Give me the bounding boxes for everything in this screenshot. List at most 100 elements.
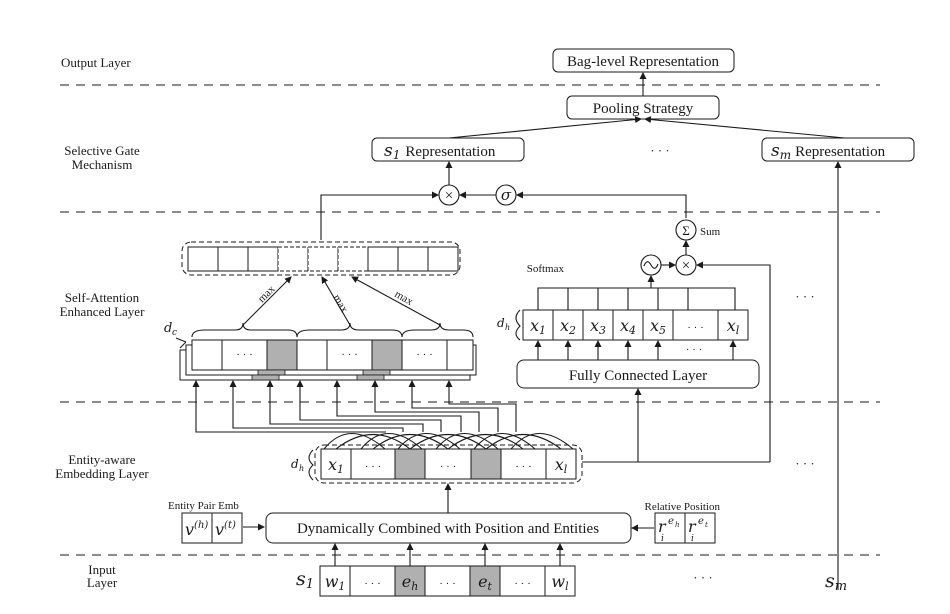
att-collector-bus: [537, 287, 736, 310]
embedding-cell: xl: [545, 448, 577, 480]
conv-shadow-entity: [251, 374, 280, 381]
ellipsis-cell: · · ·: [416, 349, 433, 361]
sm-var: s: [771, 141, 780, 161]
relative-position-label: Relative Position: [645, 501, 721, 513]
svg-text:h: h: [505, 323, 510, 332]
svg-text:r: r: [658, 517, 667, 536]
attention-multiply-icon: ×: [682, 258, 690, 274]
conv-cell: [326, 339, 373, 371]
ellipsis-cell: · · ·: [236, 349, 253, 361]
self-attention-arc: [485, 433, 562, 450]
max-arrow-1: [242, 276, 292, 326]
attention-cell: x4: [612, 309, 644, 341]
conv-cell: [401, 339, 448, 371]
max-label-1: max: [256, 283, 278, 305]
sum-icon: Σ: [682, 223, 690, 238]
self-attention-arc: [335, 433, 411, 450]
bag-level-label: Bag-level Representation: [567, 54, 720, 70]
label-self-attention-line1: Self-Attention: [65, 290, 140, 305]
dh-label-attention: d h: [497, 309, 521, 341]
svg-text:i: i: [661, 534, 664, 544]
conv-cell-entity: [266, 339, 298, 371]
conv-cell-entity: [371, 339, 403, 371]
ellipsis-cell: · · ·: [365, 461, 382, 473]
arrow-s1-to-pooling: [448, 116, 642, 139]
dynamic-combine-label: Dynamically Combined with Position and E…: [297, 521, 599, 537]
attention-cell: x5: [642, 309, 674, 341]
cell-symbol: wl: [551, 572, 569, 593]
svg-text:d: d: [164, 321, 172, 336]
cell-symbol: eh: [402, 572, 418, 593]
svg-text:d: d: [497, 316, 505, 330]
svg-text:v(t): v(t): [215, 520, 236, 539]
svg-text:t: t: [705, 521, 708, 529]
embedding-vector: x1· · ·· · ·· · ·xl d h: [291, 444, 583, 484]
input-sentence-sm: sm: [825, 570, 847, 594]
max-label-2: max: [330, 293, 350, 316]
input-token: w1: [319, 565, 351, 597]
arrow-sum-to-sigma: [516, 191, 687, 218]
label-gate-line2: Mechanism: [72, 157, 133, 172]
label-output-layer: Output Layer: [61, 55, 131, 70]
cell-symbol: x4: [620, 316, 636, 337]
wire-embedding-to-conv: [408, 380, 499, 432]
conv-shadow-entity: [362, 369, 391, 376]
cell-symbol: x1: [530, 316, 546, 337]
self-attention-arc: [372, 433, 449, 450]
pooled-cell: [247, 246, 279, 272]
attention-cell: x2: [552, 309, 584, 341]
conv-cell: [446, 339, 474, 371]
entity-pair-emb-label: Entity Pair Emb: [168, 500, 239, 512]
entity-pair-cell: v(h): [181, 512, 213, 544]
ellipsis-cell: · · ·: [440, 461, 457, 473]
wire-embedding-to-conv: [266, 380, 424, 432]
ellipsis-cell: · · ·: [514, 578, 531, 590]
ellipsis-right-embedding: · · ·: [795, 456, 815, 471]
wire-embedding-to-conv: [445, 380, 517, 432]
attention-cell: xl: [717, 309, 749, 341]
softmax-wave-icon: [643, 261, 659, 269]
self-attention-arc: [409, 433, 487, 450]
entity-pair-cell: v(t): [211, 512, 243, 544]
ellipsis-cell: · · ·: [341, 349, 358, 361]
embedding-cell-entity: [394, 448, 426, 480]
label-embedding-line1: Entity-aware: [68, 452, 135, 467]
cell-symbol: x2: [560, 316, 576, 337]
cell-symbol: et: [478, 572, 492, 593]
s1-input-var: s: [296, 568, 306, 590]
embedding-cell: · · ·: [424, 448, 472, 480]
label-input-line2: Layer: [87, 575, 118, 590]
conv-cell: [191, 339, 223, 371]
svg-text:i: i: [691, 534, 694, 544]
pooled-vector: [181, 241, 461, 276]
label-embedding-line2: Embedding Layer: [55, 466, 149, 481]
embedding-cell: · · ·: [350, 448, 396, 480]
self-attention-arc: [323, 433, 386, 450]
svg-text:s1: s1: [296, 568, 314, 592]
svg-text:c: c: [172, 328, 177, 338]
ellipsis-cell: · · ·: [439, 578, 456, 590]
sm-rep-text: Representation: [795, 144, 885, 160]
embedding-cell-entity: [470, 448, 502, 480]
s1-input-sub: 1: [306, 577, 314, 592]
input-token: · · ·: [424, 565, 471, 597]
multiply-icon: ×: [445, 188, 453, 204]
ellipsis-fc-arrows: · · ·: [686, 344, 703, 356]
sum-label: Sum: [700, 226, 721, 238]
ellipsis-input: · · ·: [693, 570, 713, 585]
pooled-cell: [277, 246, 309, 272]
conv-shadow-entity: [257, 369, 286, 376]
cell-symbol: xl: [555, 455, 568, 476]
label-input-line1: Input: [88, 562, 116, 577]
multiply-gate-op: ×: [438, 184, 460, 206]
bag-level-representation-box: Bag-level Representation: [552, 48, 735, 73]
self-attention-arc: [360, 433, 423, 450]
pooled-cell: [187, 246, 219, 272]
